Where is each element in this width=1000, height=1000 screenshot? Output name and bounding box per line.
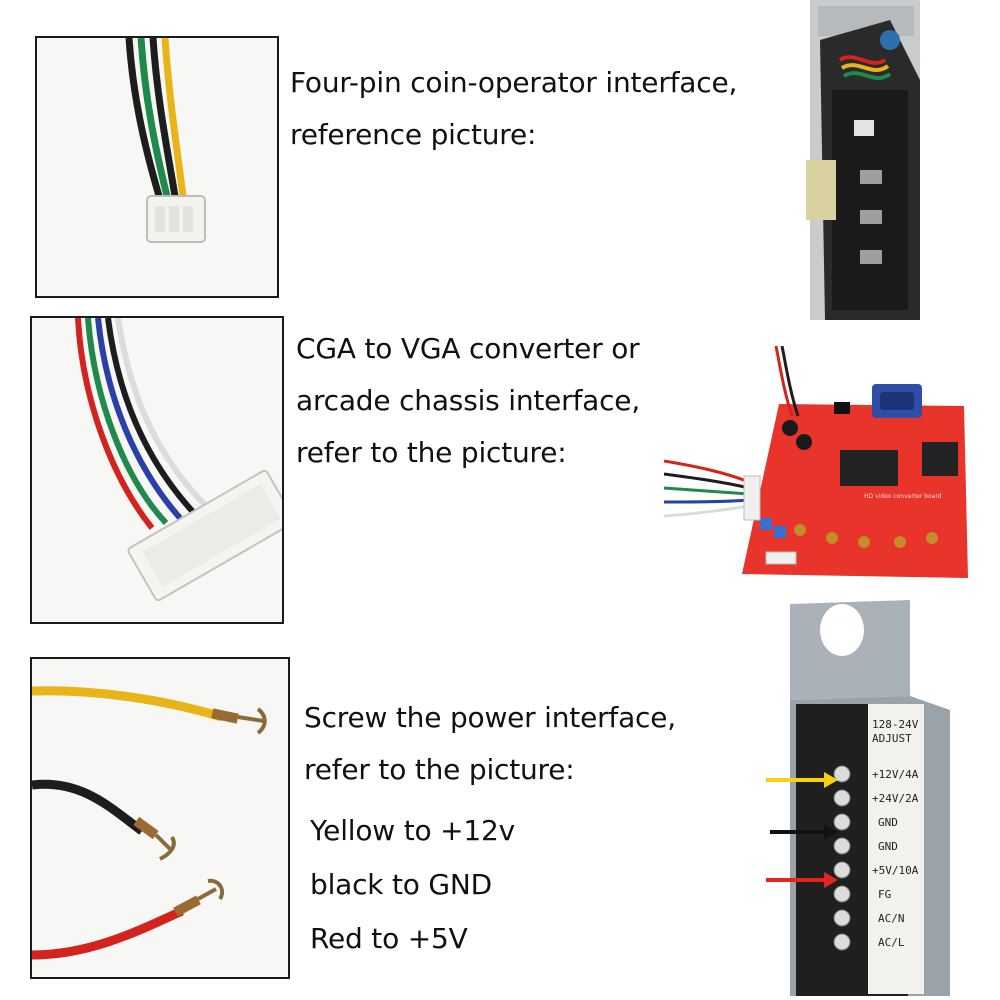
terminal-12v: +12V/4A (872, 768, 919, 781)
board-label: HD video converter board (864, 493, 942, 500)
instruction-yellow: Yellow to +12v (310, 814, 515, 847)
converter-board-photo: HD video converter board (664, 346, 1000, 596)
cga-caption: CGA to VGA converter or arcade chassis i… (296, 323, 640, 479)
terminal-fg: FG (878, 888, 891, 901)
coin-connector-photo (35, 36, 279, 298)
chassis-connector-photo (30, 316, 284, 624)
instruction-red: Red to +5V (310, 922, 468, 955)
power-caption-line-2: refer to the picture: (304, 753, 575, 786)
red-arrow (766, 872, 838, 888)
instruction-black: black to GND (310, 868, 493, 901)
power-caption-line-1: Screw the power interface, (304, 701, 676, 734)
terminal-5v: +5V/10A (872, 864, 919, 877)
power-wires-photo (30, 657, 290, 979)
coin-caption: Four-pin coin-operator interface, refere… (290, 57, 737, 161)
coin-caption-line-1: Four-pin coin-operator interface, (290, 66, 738, 99)
power-supply-photo: 128-24V ADJUST +12V/4A +24V/2A GND GND +… (760, 600, 985, 1000)
terminal-gnd-2: GND (878, 840, 898, 853)
power-caption: Screw the power interface, refer to the … (304, 692, 676, 796)
terminal-gnd-1: GND (878, 816, 898, 829)
cga-caption-line-3: refer to the picture: (296, 436, 567, 469)
cga-caption-line-1: CGA to VGA converter or (296, 332, 640, 365)
terminal-24v: +24V/2A (872, 792, 919, 805)
terminal-labels: +12V/4A +24V/2A GND GND +5V/10A FG AC/N … (872, 768, 919, 949)
psu-model: 128-24V (872, 718, 919, 731)
coin-acceptor-photo (770, 0, 930, 325)
cga-caption-line-2: arcade chassis interface, (296, 384, 641, 417)
psu-adjust: ADJUST (872, 732, 912, 745)
coin-caption-line-2: reference picture: (290, 118, 537, 151)
yellow-arrow (766, 772, 838, 788)
black-arrow (770, 824, 838, 840)
terminal-acl: AC/L (878, 936, 905, 949)
wire-instructions: Yellow to +12v black to GND Red to +5V (310, 804, 515, 966)
terminal-acn: AC/N (878, 912, 905, 925)
